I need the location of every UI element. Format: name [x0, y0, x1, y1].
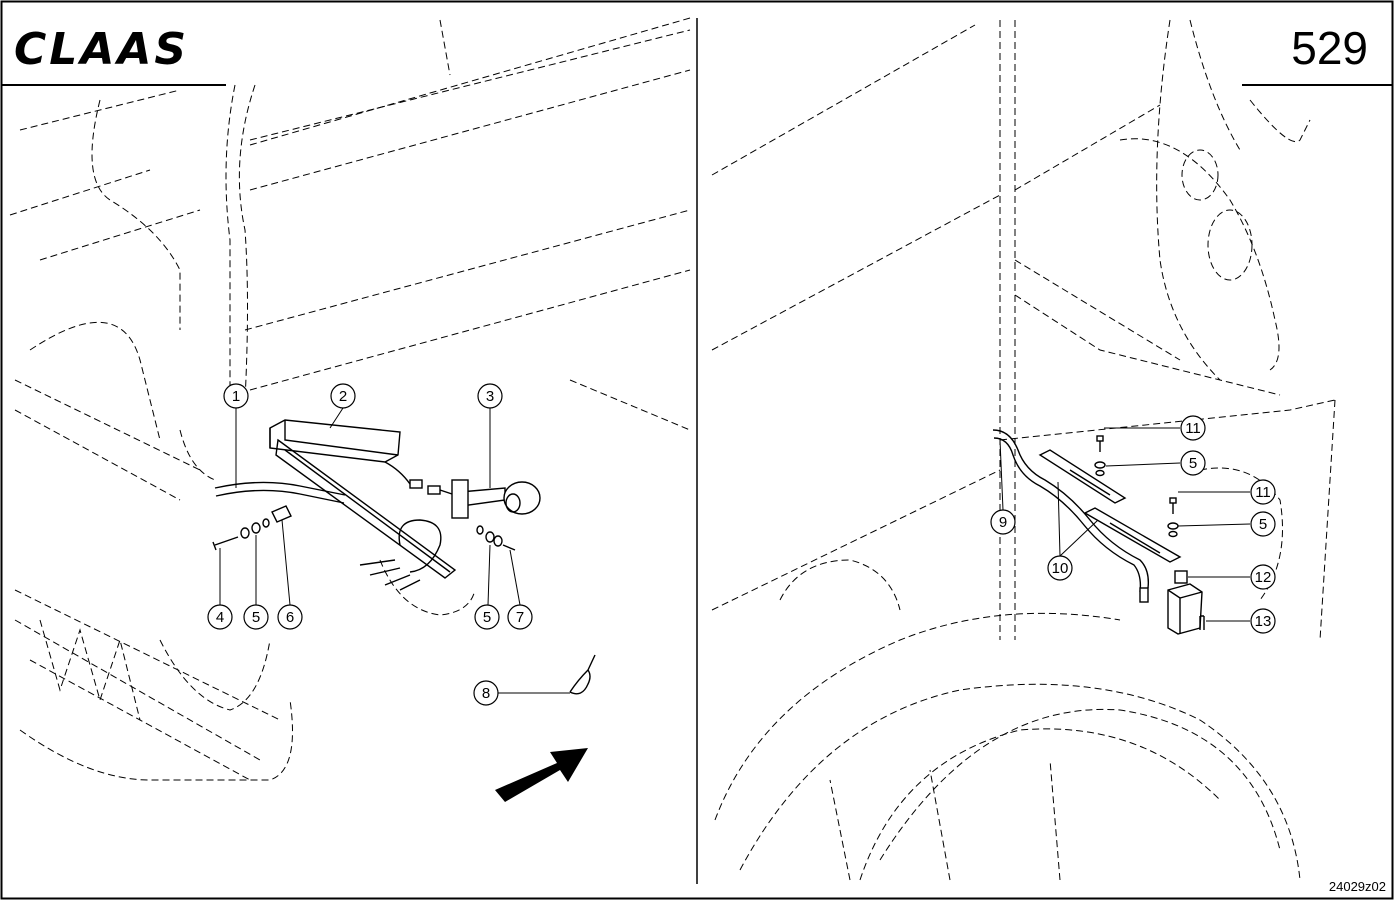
svg-text:7: 7	[516, 609, 524, 626]
callout-11-upper: 11	[1180, 415, 1206, 441]
cable-loop-part	[398, 519, 442, 573]
svg-text:5: 5	[1189, 455, 1197, 472]
left-callouts: 1 2 3 4 5 6 5 7	[207, 383, 533, 706]
callout-2: 2	[330, 383, 356, 409]
callout-5-right: 5	[474, 604, 500, 630]
lower-bracket-part	[1083, 507, 1182, 563]
right-leader-lines	[999, 427, 1251, 622]
rail-part	[275, 438, 457, 579]
callout-12: 12	[1250, 564, 1276, 590]
right-background-machine-outline	[711, 19, 1336, 881]
svg-text:13: 13	[1255, 613, 1272, 630]
svg-text:1: 1	[232, 388, 240, 405]
callout-11-lower: 11	[1250, 479, 1276, 505]
page-number: 529	[1291, 22, 1368, 74]
svg-text:9: 9	[999, 514, 1007, 531]
cable-tie-part	[569, 654, 596, 695]
hose-part	[214, 481, 346, 504]
bolt-part	[212, 536, 239, 551]
callout-3: 3	[477, 383, 503, 409]
svg-text:3: 3	[486, 388, 494, 405]
callout-4: 4	[207, 604, 233, 630]
svg-text:5: 5	[1259, 516, 1267, 533]
svg-text:11: 11	[1185, 420, 1201, 437]
callout-5-upper: 5	[1180, 450, 1206, 476]
callout-6: 6	[277, 604, 303, 630]
sleeve-part	[271, 505, 292, 523]
right-parts	[992, 429, 1205, 635]
callout-10: 10	[1047, 555, 1073, 581]
callout-13: 13	[1250, 608, 1276, 634]
hose-right-part	[992, 429, 1150, 593]
callout-1: 1	[223, 383, 249, 409]
arrow-up-right-icon	[495, 748, 588, 802]
svg-text:10: 10	[1052, 560, 1069, 577]
callout-7: 7	[507, 604, 533, 630]
callout-9: 9	[990, 509, 1016, 535]
right-callouts: 9 10 11 5 11 5 12 13	[990, 415, 1276, 634]
svg-text:8: 8	[482, 685, 490, 702]
svg-text:5: 5	[483, 609, 491, 626]
callout-5-left: 5	[243, 604, 269, 630]
svg-text:11: 11	[1255, 484, 1271, 501]
svg-text:6: 6	[286, 609, 294, 626]
callout-5-lower: 5	[1250, 511, 1276, 537]
drawing-code: 24029z02	[1329, 879, 1386, 894]
svg-text:4: 4	[216, 609, 224, 626]
brand-logo: CLAAS	[14, 24, 189, 75]
svg-text:12: 12	[1255, 569, 1272, 586]
callout-8: 8	[473, 680, 499, 706]
svg-text:2: 2	[339, 388, 347, 405]
left-parts	[212, 419, 596, 695]
control-module-part	[1167, 583, 1203, 635]
left-leader-lines	[219, 407, 570, 694]
svg-text:5: 5	[252, 609, 260, 626]
clip-part	[1199, 615, 1205, 630]
left-background-machine-outline	[9, 17, 691, 781]
lamp-head-part	[503, 481, 541, 515]
upper-bracket-part	[1038, 449, 1127, 504]
